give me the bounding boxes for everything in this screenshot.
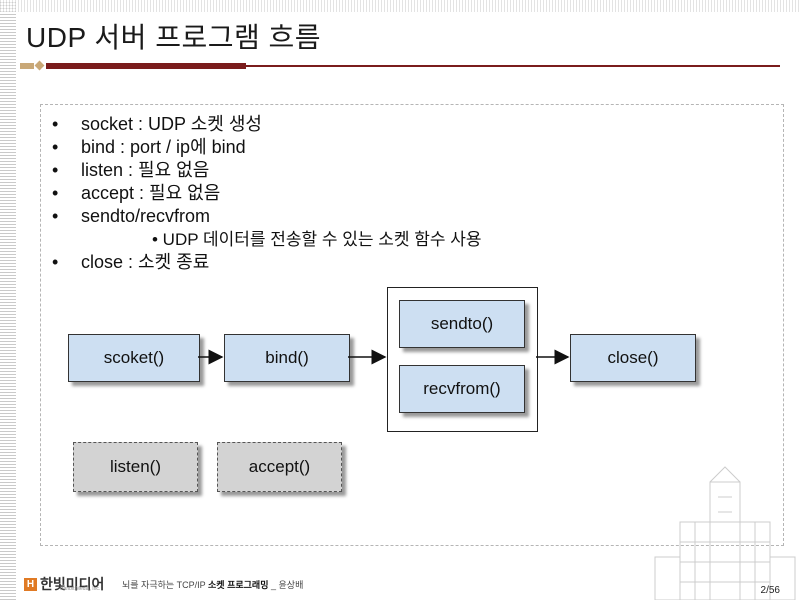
bullet-dot: • [52, 114, 59, 134]
slide-title: UDP 서버 프로그램 흐름 [26, 22, 322, 53]
content-frame [40, 104, 784, 546]
bullet-dot: • [52, 183, 59, 203]
bullet-item: • close : 소켓 종료 [52, 252, 210, 272]
page-number: 2/56 [760, 585, 780, 596]
bullet-item: • accept : 필요 없음 [52, 183, 221, 203]
logo-mark-icon: H [24, 577, 37, 591]
bullet-item: • bind : port / ip에 bind [52, 137, 246, 157]
recvfrom-box: recvfrom() [399, 365, 525, 413]
listen-box: listen() [73, 442, 198, 492]
bullet-item: • socket : UDP 소켓 생성 [52, 114, 262, 134]
left-stripe-decoration [0, 0, 16, 600]
bullet-dot: • [52, 137, 59, 157]
socket-box: scoket() [68, 334, 200, 382]
publisher-subtitle: Hanbit Media, Inc. [60, 586, 101, 592]
accept-box: accept() [217, 442, 342, 492]
book-credit: 뇌를 자극하는 TCP/IP 소켓 프로그래밍 _ 윤상배 [122, 580, 304, 590]
sub-bullet-item: • UDP 데이터를 전송할 수 있는 소켓 함수 사용 [152, 230, 482, 249]
bind-box: bind() [224, 334, 350, 382]
publisher-logo: H 한빛미디어 [24, 574, 104, 594]
bullet-dot: • [52, 206, 59, 226]
close-box: close() [570, 334, 696, 382]
bullet-item: • listen : 필요 없음 [52, 160, 210, 180]
bullet-dot: • [52, 160, 59, 180]
top-stripe-decoration [0, 0, 800, 12]
bullet-dot: • [52, 252, 59, 272]
title-underline [20, 60, 780, 71]
bullet-item: • sendto/recvfrom [52, 206, 211, 226]
bullet-list: • socket : UDP 소켓 생성 • bind : port / ip에… [52, 113, 482, 274]
building-watermark [654, 466, 796, 600]
sendto-box: sendto() [399, 300, 525, 348]
